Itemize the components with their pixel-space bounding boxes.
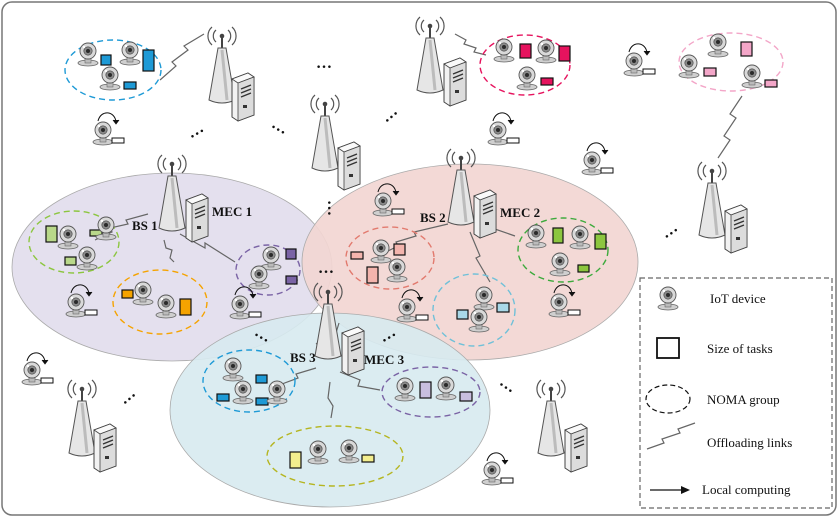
mec3-label: MEC 3 xyxy=(364,352,405,367)
legend: IoT device Size of tasks NOMA group Offl… xyxy=(639,277,833,509)
noma-group-icon xyxy=(645,384,691,414)
ellipsis: … xyxy=(316,55,332,72)
noma-group xyxy=(28,210,120,274)
noma-group xyxy=(202,349,296,413)
task-size-icon xyxy=(656,337,680,359)
noma-group xyxy=(678,32,784,92)
ellipsis: … xyxy=(496,373,519,396)
legend-local-computing: Local computing xyxy=(702,482,791,497)
offloading-link-icon xyxy=(646,422,696,450)
mec-server-icon xyxy=(724,204,748,254)
legend-size-of-tasks: Size of tasks xyxy=(707,341,773,356)
task-boxes xyxy=(45,41,778,469)
legend-noma-group: NOMA group xyxy=(707,392,780,407)
bs3-label: BS 3 xyxy=(290,350,316,365)
noma-group xyxy=(517,217,609,283)
mec-server-icon xyxy=(93,423,117,473)
ellipsis: … xyxy=(184,119,206,142)
mec2-server-icon xyxy=(473,189,497,239)
mec-server-icon xyxy=(337,141,361,191)
bs1-label: BS 1 xyxy=(132,218,158,233)
noma-group xyxy=(64,39,162,101)
ellipsis: … xyxy=(324,200,341,216)
noma-group xyxy=(235,244,301,296)
legend-iot-device: IoT device xyxy=(710,291,766,306)
ellipsis: … xyxy=(318,260,334,277)
legend-offloading-links: Offloading links xyxy=(707,435,792,450)
mec1-label: MEC 1 xyxy=(212,204,252,219)
mec-server-icon xyxy=(231,72,255,122)
mec-server-icon xyxy=(564,423,588,473)
noma-group xyxy=(381,366,481,418)
mec3-server-icon xyxy=(341,326,365,376)
legend-box xyxy=(639,277,833,509)
iot-device-icon xyxy=(657,286,679,311)
noma-group xyxy=(266,425,404,487)
noma-group xyxy=(432,273,516,347)
noma-groups xyxy=(28,32,784,487)
noma-group xyxy=(345,226,435,290)
mec1-server-icon xyxy=(185,193,209,243)
ellipsis: … xyxy=(658,219,681,242)
noma-group xyxy=(479,34,571,96)
ellipsis: … xyxy=(376,323,398,346)
ellipsis: … xyxy=(269,115,291,138)
mec-server-icon xyxy=(443,57,467,107)
mec2-label: MEC 2 xyxy=(500,205,540,220)
bs2-label: BS 2 xyxy=(420,210,446,225)
noma-group xyxy=(112,269,208,335)
ellipsis: … xyxy=(252,323,274,346)
